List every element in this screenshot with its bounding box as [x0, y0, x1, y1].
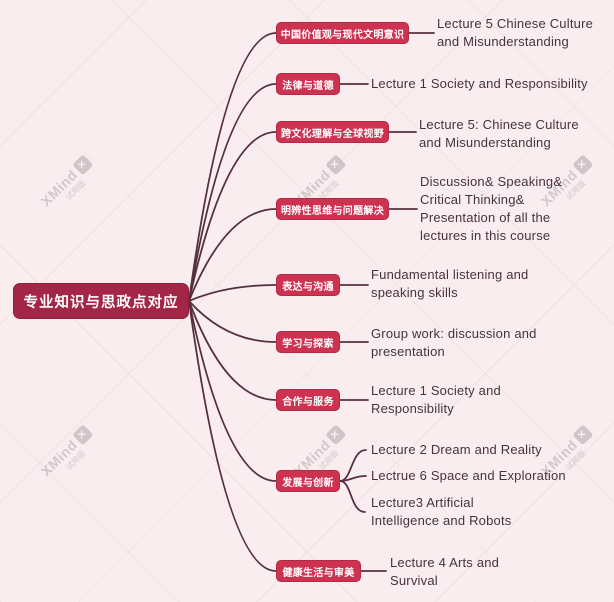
note-line: Critical Thinking& — [420, 192, 525, 207]
connector-line — [188, 300, 277, 343]
note-line: Discussion& Speaking& — [420, 174, 563, 189]
branch-topic-label: 中国价值观与现代文明意识 — [280, 29, 405, 41]
connector-line — [339, 480, 366, 513]
branch-topic-label: 明辨性思维与问题解决 — [281, 205, 384, 217]
note-text[interactable]: Lecture 2 Dream and Reality — [371, 441, 542, 459]
note-line: lectures in this course — [420, 228, 551, 243]
note-line: Lecture 5: Chinese Culture — [419, 117, 579, 132]
connector-line — [188, 32, 277, 302]
note-line: Intelligence and Robots — [371, 513, 512, 528]
branch-topic-development[interactable]: 发展与创新 — [276, 470, 340, 492]
note-text[interactable]: Lecture 1 Society and Responsibility — [371, 382, 501, 418]
note-line: Lecture 5 Chinese Culture — [437, 16, 594, 31]
branch-topic-label: 跨文化理解与全球视野 — [281, 128, 384, 140]
note-text[interactable]: Lecture 5: Chinese Culture and Misunders… — [419, 116, 579, 152]
connector-line — [188, 131, 277, 302]
note-text[interactable]: Lectrue 6 Space and Exploration — [371, 467, 566, 485]
note-line: Lecture 2 Dream and Reality — [371, 442, 542, 457]
note-line: presentation — [371, 344, 445, 359]
branch-topic-label: 合作与服务 — [282, 396, 334, 408]
branch-topic-label: 健康生活与审美 — [282, 567, 355, 579]
branch-topic-label: 发展与创新 — [282, 477, 334, 489]
note-line: and Misunderstanding — [437, 34, 569, 49]
connector-line — [339, 475, 367, 482]
connector-line — [188, 300, 277, 401]
note-text[interactable]: Lecture 5 Chinese Culture and Misunderst… — [437, 15, 593, 51]
connector-line — [188, 284, 277, 302]
note-text[interactable]: Lecture3 Artificial Intelligence and Rob… — [371, 494, 511, 530]
branch-topic-chinese-values[interactable]: 中国价值观与现代文明意识 — [276, 22, 409, 44]
note-line: and Misunderstanding — [419, 135, 551, 150]
note-text[interactable]: Group work: discussion and presentation — [371, 325, 537, 361]
branch-topic-label: 学习与探索 — [282, 338, 334, 350]
note-text[interactable]: Fundamental listening and speaking skill… — [371, 266, 529, 302]
branch-topic-label: 表达与沟通 — [282, 281, 334, 293]
note-line: Survival — [390, 573, 438, 588]
note-text[interactable]: Discussion& Speaking& Critical Thinking&… — [420, 173, 562, 245]
root-topic[interactable]: 专业知识与思政点对应 — [13, 283, 189, 319]
note-line: Lecture 4 Arts and — [390, 555, 500, 570]
connector-line — [188, 300, 277, 572]
note-line: Presentation of all the — [420, 210, 551, 225]
connector-line — [188, 83, 277, 302]
branch-topic-cooperation[interactable]: 合作与服务 — [276, 389, 340, 411]
note-line: Lecture 1 Society and — [371, 383, 501, 398]
branch-topic-learning[interactable]: 学习与探索 — [276, 331, 340, 353]
connector-line — [188, 300, 277, 482]
note-text[interactable]: Lecture 1 Society and Responsibility — [371, 75, 588, 93]
connector-line — [188, 208, 277, 302]
note-line: Lecture 1 Society and Responsibility — [371, 76, 588, 91]
root-topic-label: 专业知识与思政点对应 — [23, 294, 179, 311]
note-line: speaking skills — [371, 285, 458, 300]
branch-topic-law-morality[interactable]: 法律与道德 — [276, 73, 340, 95]
note-line: Fundamental listening and — [371, 267, 529, 282]
branch-topic-critical-thinking[interactable]: 明辨性思维与问题解决 — [276, 198, 389, 220]
branch-topic-label: 法律与道德 — [282, 80, 334, 92]
note-line: Responsibility — [371, 401, 455, 416]
note-text[interactable]: Lecture 4 Arts and Survival — [390, 554, 499, 590]
branch-topic-healthy-life[interactable]: 健康生活与审美 — [276, 560, 361, 582]
note-line: Lectrue 6 Space and Exploration — [371, 468, 566, 483]
branch-topic-intercultural[interactable]: 跨文化理解与全球视野 — [276, 121, 389, 143]
note-line: Group work: discussion and — [371, 326, 537, 341]
note-line: Lecture3 Artificial — [371, 495, 474, 510]
branch-topic-expression[interactable]: 表达与沟通 — [276, 274, 340, 296]
